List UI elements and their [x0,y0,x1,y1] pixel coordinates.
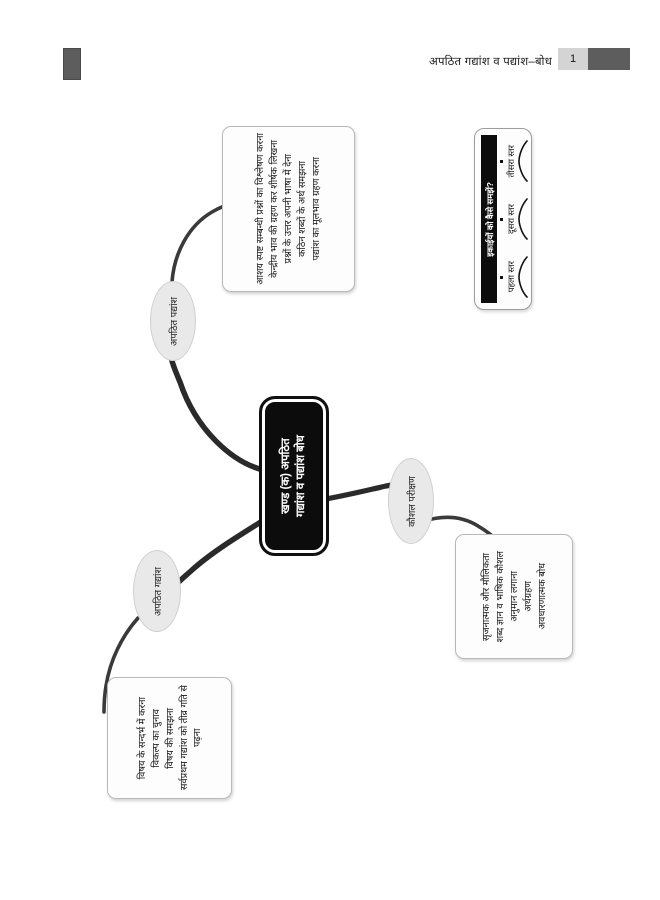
levels-panel[interactable]: इकाईयों को कैसे समझें? तीसरा स्तर दूसरा … [474,128,532,310]
center-node-label: खण्ड (क) अपठित गद्यांश व पद्यांश बोध [279,435,309,517]
bullet-icon [500,217,503,221]
levels-panel-title: इकाईयों को कैसे समझें? [484,181,495,257]
branch-oval-label: अपठित गद्यांश [152,566,164,616]
leaf-line: पद्यांश का मूलभाव ग्रहण करना [311,157,322,261]
leaf-box-apathit-padyansh[interactable]: पद्यांश का मूलभाव ग्रहण करना कठिन शब्दों… [222,126,355,292]
bullet-icon [500,159,503,163]
leaf-line: विषय के सन्दर्भ में करना [136,696,148,780]
brace-icon [518,256,528,298]
level-item-label-wrap: तीसरा स्तर [505,133,516,189]
page-number: 1 [558,48,588,70]
level-item-first[interactable]: पहला स्तर [499,249,529,305]
branch-oval-apathit-gadyansh[interactable]: अपठित गद्यांश [133,550,181,632]
branch-oval-kaushal-parikshan[interactable]: कौशल परीक्षण [388,458,434,544]
level-item-label-wrap: दूसरा स्तर [505,191,516,247]
leaf-box-lines: अवधारणात्मक बोध अर्थग्रहण अनुमान लगाना श… [456,535,572,658]
brace-icon [518,140,528,182]
levels-panel-title-bar: इकाईयों को कैसे समझें? [481,135,497,303]
leaf-line: अनुमान लगाना [508,571,520,622]
leaf-line: प्रश्नों के उत्तर अपनी भाषा में देना [283,154,294,264]
leaf-box-lines: सर्वप्रथम गद्यांश को तीव्र गति से पढ़ना … [108,678,231,798]
header-end-bar [588,48,630,70]
center-node[interactable]: खण्ड (क) अपठित गद्यांश व पद्यांश बोध [259,396,329,556]
branch-oval-label: कौशल परीक्षण [406,475,418,527]
leaf-line: सर्वप्रथम गद्यांश को तीव्र गति से पढ़ना [178,685,203,791]
leaf-line: आशय स्पष्ट सम्बन्धी प्रश्नों का विश्लेषण… [255,133,266,285]
leaf-box-kaushal-parikshan[interactable]: अवधारणात्मक बोध अर्थग्रहण अनुमान लगाना श… [455,534,573,659]
leaf-line: अवधारणात्मक बोध [536,563,548,630]
leaf-box-lines: पद्यांश का मूलभाव ग्रहण करना कठिन शब्दों… [223,127,354,291]
leaf-line: अर्थग्रहण [522,581,534,612]
leaf-line: विकल्प का चुनाव [150,708,162,768]
branch-oval-label: अपठित पद्यांश [168,296,180,346]
levels-panel-items: तीसरा स्तर दूसरा स्तर पहला स्तर [499,133,529,305]
connector-center-to-gadyansh [169,517,267,592]
center-node-line-1: खण्ड (क) अपठित [280,438,293,514]
level-item-label-wrap: पहला स्तर [505,249,516,305]
branch-oval-apathit-padyansh[interactable]: अपठित पद्यांश [150,281,196,361]
page-header: अपठित गद्यांश व पद्यांश–बोध 1 [0,0,660,92]
bullet-icon [500,275,503,279]
level-item-third[interactable]: तीसरा स्तर [499,133,529,189]
connector-gadyansh-to-box [102,616,140,714]
leaf-line: विषय की समझना [164,707,176,769]
leaf-line: कठिन शब्दों के अर्थ समझना [297,161,308,257]
connector-center-to-padyansh [168,354,266,473]
level-item-label: दूसरा स्तर [506,204,516,234]
level-item-label: पहला स्तर [506,261,516,293]
dark-square-mark-icon [63,48,81,80]
page-title: अपठित गद्यांश व पद्यांश–बोध [428,56,552,68]
leaf-line: केन्द्रीय भाव की ग्रहण कर शीर्षक लिखना [269,140,280,278]
level-item-label: तीसरा स्तर [506,144,516,178]
leaf-line: शब्द ज्ञान व भाषिक कौशल [494,550,506,643]
level-item-second[interactable]: दूसरा स्तर [499,191,529,247]
brace-icon [518,198,528,240]
leaf-line: सृजनात्मक और मौलिकता [480,552,492,641]
leaf-box-apathit-gadyansh[interactable]: सर्वप्रथम गद्यांश को तीव्र गति से पढ़ना … [107,677,232,799]
center-node-line-2: गद्यांश व पद्यांश बोध [295,435,308,517]
